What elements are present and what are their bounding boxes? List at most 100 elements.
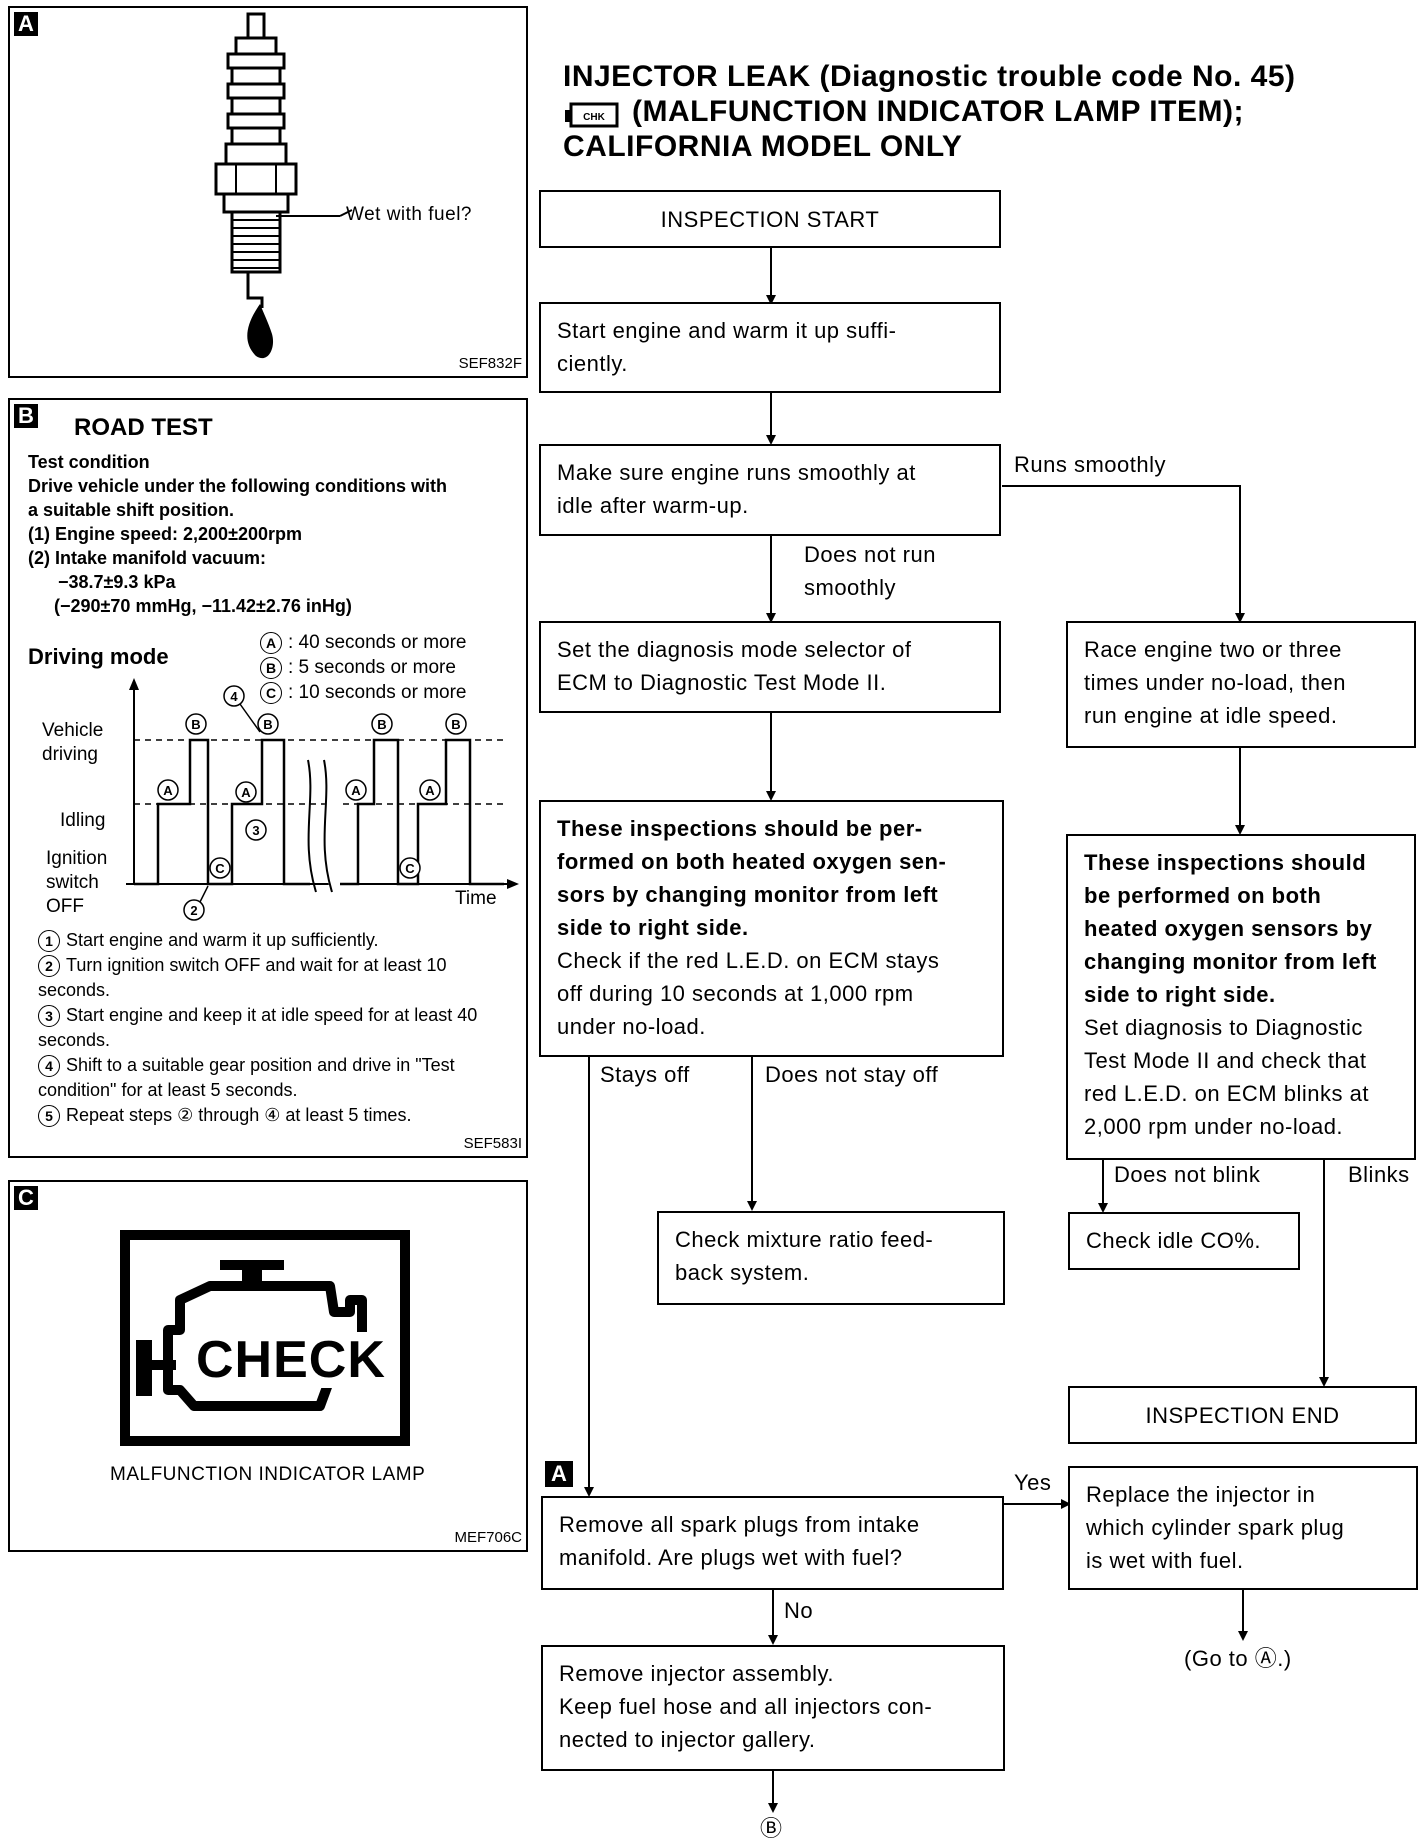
panel-a: A	[8, 6, 528, 378]
svg-text:B: B	[263, 717, 272, 732]
step-text: Shift to a suitable gear position and dr…	[38, 1055, 455, 1100]
panel-b-label: B	[14, 404, 38, 428]
test-condition-line: −38.7±9.3 kPa	[58, 572, 176, 592]
mode-note-text: : 40 seconds or more	[288, 632, 467, 654]
page-title-line-2: (MALFUNCTION INDICATOR LAMP ITEM);	[632, 95, 1244, 128]
step-warm-up: Start engine and warm it up suffi- cient…	[539, 302, 1001, 393]
inspection-start: INSPECTION START	[539, 190, 1001, 248]
axis-label-driving: driving	[42, 744, 98, 765]
step-text: Start engine and keep it at idle speed f…	[38, 1005, 478, 1050]
step-text: Turn ignition switch OFF and wait for at…	[38, 955, 447, 1000]
step-number: 5	[38, 1105, 60, 1128]
road-test-heading: ROAD TEST	[74, 414, 213, 441]
label-runs-smoothly: Runs smoothly	[1014, 452, 1167, 477]
mode-key-a: A	[260, 632, 282, 654]
spark-plug-illustration	[214, 12, 353, 359]
mode-note-a: A : 40 seconds or more	[260, 632, 466, 654]
step-number: 1	[38, 930, 60, 953]
label-no: No	[784, 1598, 814, 1623]
check-text: CHECK	[194, 1331, 388, 1389]
svg-text:4: 4	[230, 689, 238, 704]
test-condition-line: (1) Engine speed: 2,200±200rpm	[28, 524, 302, 544]
step-number: 2	[38, 955, 60, 978]
left-inspection-bold: These inspections should be per- formed …	[557, 816, 947, 940]
goto-a: (Go to Ⓐ.)	[1184, 1646, 1292, 1671]
label-stays-off: Stays off	[600, 1062, 690, 1087]
driving-mode-title: Driving mode	[28, 644, 169, 669]
test-condition-line: (−290±70 mmHg, −11.42±2.76 inHg)	[54, 596, 352, 616]
page-title-line-1: INJECTOR LEAK (Diagnostic trouble code N…	[563, 60, 1296, 93]
label-does-not-blink: Does not blink	[1114, 1162, 1261, 1187]
test-condition-line: a suitable shift position.	[28, 500, 235, 520]
svg-text:3: 3	[252, 823, 259, 838]
test-condition-line: (2) Intake manifold vacuum:	[28, 548, 267, 568]
axis-label-switch: switch	[46, 872, 99, 893]
road-test-step: 1 Start engine and warm it up sufficientl…	[38, 928, 518, 953]
mode-note-text: : 10 seconds or more	[288, 682, 467, 704]
step-left-inspection: These inspections should be per- formed …	[539, 800, 1004, 1057]
right-inspection-bold: These inspections should be performed on…	[1084, 850, 1377, 1007]
mode-key-c: C	[260, 682, 282, 704]
axis-label-vehicle: Vehicle	[42, 720, 104, 741]
svg-text:A: A	[351, 783, 361, 798]
step-text: Start engine and warm it up sufficiently…	[66, 930, 379, 950]
step-check-idle-co: Check idle CO%.	[1068, 1212, 1300, 1270]
step-check-mixture: Check mixture ratio feed- back system.	[657, 1211, 1005, 1305]
mil-frame	[120, 1230, 410, 1446]
step-number: 4	[38, 1055, 60, 1078]
step-number: 3	[38, 1005, 60, 1028]
marker-a: A	[545, 1461, 573, 1487]
step-race-engine: Race engine two or three times under no-…	[1066, 621, 1416, 748]
step-runs-smoothly-question: Make sure engine runs smoothly at idle a…	[539, 444, 1001, 536]
test-condition-title: Test condition	[28, 452, 150, 472]
mode-note-text: : 5 seconds or more	[288, 657, 456, 679]
panel-a-label: A	[14, 12, 38, 36]
figure-id-c: MEF706C	[454, 1529, 522, 1546]
page-title-line-3: CALIFORNIA MODEL ONLY	[563, 130, 963, 163]
inspection-end: INSPECTION END	[1068, 1386, 1417, 1444]
mil-caption: MALFUNCTION INDICATOR LAMP	[110, 1464, 426, 1485]
axis-label-idling: Idling	[60, 810, 106, 831]
step-text: Repeat steps ② through ④ at least 5 time…	[66, 1105, 412, 1125]
panel-b: B ROAD TEST Test condition Drive vehicle…	[8, 398, 528, 1158]
test-condition-line: Drive vehicle under the following condit…	[28, 476, 448, 496]
mode-note-b: B : 5 seconds or more	[260, 657, 456, 679]
svg-text:C: C	[215, 861, 225, 876]
panel-c-label: C	[14, 1186, 38, 1210]
right-inspection-text: Set diagnosis to Diagnostic Test Mode II…	[1084, 1015, 1369, 1139]
svg-text:B: B	[191, 717, 200, 732]
wet-with-fuel-callout: Wet with fuel?	[346, 204, 472, 225]
step-replace-injector: Replace the injector in which cylinder s…	[1068, 1466, 1418, 1590]
label-yes: Yes	[1014, 1470, 1052, 1495]
goto-b: Ⓑ	[760, 1816, 783, 1841]
axis-label-time: Time	[455, 888, 497, 909]
svg-text:CHK: CHK	[583, 112, 605, 123]
svg-text:A: A	[425, 783, 435, 798]
axis-label-off: OFF	[46, 896, 84, 917]
mode-note-c: C : 10 seconds or more	[260, 682, 466, 704]
mode-key-b: B	[260, 657, 282, 679]
panel-c: C CHECK MALFUNCTION INDICATOR LAMP MEF70…	[8, 1180, 528, 1552]
label-blinks: Blinks	[1348, 1162, 1410, 1187]
step-set-diagnosis-mode: Set the diagnosis mode selector of ECM t…	[539, 621, 1001, 713]
label-does-not-run-smoothly: Does not run smoothly	[804, 542, 936, 600]
svg-text:B: B	[451, 717, 460, 732]
svg-text:B: B	[377, 717, 386, 732]
axis-label-ignition: Ignition	[46, 848, 108, 869]
left-inspection-text: Check if the red L.E.D. on ECM stays off…	[557, 948, 940, 1039]
figure-id-a: SEF832F	[458, 355, 522, 372]
step-remove-injector: Remove injector assembly. Keep fuel hose…	[541, 1645, 1005, 1771]
step-right-inspection: These inspections should be performed on…	[1066, 834, 1416, 1160]
label-does-not-stay-off: Does not stay off	[765, 1062, 939, 1087]
road-test-step: 5 Repeat steps ② through ④ at least 5 tim…	[38, 1103, 518, 1128]
svg-text:C: C	[405, 861, 415, 876]
svg-text:2: 2	[190, 903, 197, 918]
step-remove-spark-plugs: Remove all spark plugs from intake manif…	[541, 1496, 1004, 1590]
driving-mode-timing-chart: B B B B A A A A C C 4 3 2	[126, 678, 519, 921]
mil-small-icon: CHK	[565, 102, 619, 128]
svg-text:A: A	[241, 785, 251, 800]
